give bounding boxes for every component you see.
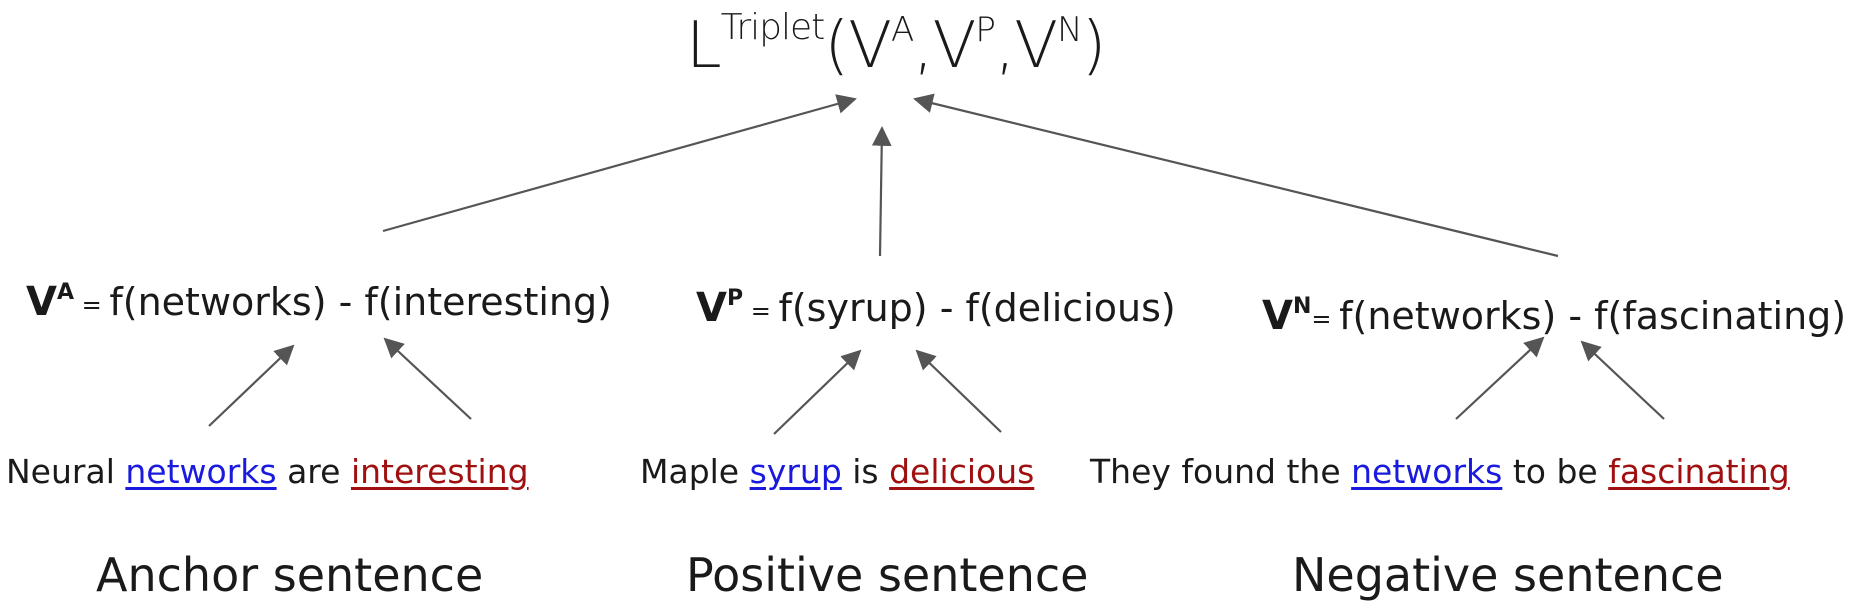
anchor-sentence-text: Neural networks are interesting bbox=[6, 452, 529, 491]
positive-sentence-text: Maple syrup is delicious bbox=[640, 452, 1035, 491]
anchor-caption: Anchor sentence bbox=[96, 548, 484, 602]
arrow-delicious-to-positive-formula bbox=[915, 349, 1002, 433]
positive-attribute-word: delicious bbox=[889, 452, 1035, 491]
loss-superscript: Triplet bbox=[720, 7, 826, 48]
loss-arg-p: ,V bbox=[913, 9, 976, 83]
arrow-fascinating-to-negative-formula bbox=[1580, 340, 1665, 420]
triplet-loss-expression: LTriplet(VA,VP,VN) bbox=[686, 10, 1106, 79]
negative-attribute-word: fascinating bbox=[1608, 452, 1790, 491]
loss-arg-close: ) bbox=[1081, 9, 1107, 83]
arrow-negative-to-loss bbox=[913, 93, 1559, 258]
positive-caption: Positive sentence bbox=[686, 548, 1089, 602]
loss-arg-a-sup: A bbox=[891, 10, 914, 50]
arrow-networks-to-negative-formula bbox=[1455, 336, 1545, 420]
loss-symbol: L bbox=[686, 9, 722, 83]
loss-arg-p-sup: P bbox=[975, 10, 995, 50]
negative-vector-formula: VN= f(networks) - f(fascinating) bbox=[1262, 293, 1847, 339]
positive-subject-word: syrup bbox=[749, 452, 842, 491]
negative-equals: = bbox=[1311, 305, 1340, 333]
anchor-expression: f(networks) - f(interesting) bbox=[109, 280, 612, 324]
arrow-interesting-to-anchor-formula bbox=[383, 337, 472, 420]
negative-caption: Negative sentence bbox=[1292, 548, 1724, 602]
anchor-vector-formula: VA = f(networks) - f(interesting) bbox=[26, 279, 612, 325]
negative-expression: f(networks) - f(fascinating) bbox=[1339, 294, 1847, 338]
loss-arg-n-sup: N bbox=[1057, 10, 1082, 50]
anchor-attribute-word: interesting bbox=[350, 452, 529, 491]
anchor-equals: = bbox=[74, 291, 110, 319]
positive-equals: = bbox=[743, 297, 779, 325]
positive-expression: f(syrup) - f(delicious) bbox=[778, 286, 1176, 330]
arrow-syrup-to-positive-formula bbox=[773, 349, 862, 435]
arrow-anchor-to-loss bbox=[382, 94, 857, 233]
arrow-networks-to-anchor-formula bbox=[208, 344, 295, 427]
anchor-subject-word: networks bbox=[125, 452, 277, 491]
loss-arg-n: ,V bbox=[994, 9, 1058, 83]
negative-sentence-text: They found the networks to be fascinatin… bbox=[1090, 452, 1790, 491]
negative-vector-symbol: VN bbox=[1262, 293, 1312, 339]
anchor-vector-symbol: VA bbox=[26, 279, 74, 325]
positive-vector-formula: VP = f(syrup) - f(delicious) bbox=[696, 285, 1176, 331]
arrow-positive-to-loss bbox=[871, 126, 892, 257]
positive-vector-symbol: VP bbox=[696, 285, 744, 331]
negative-subject-word: networks bbox=[1351, 452, 1503, 491]
loss-arg-open: (V bbox=[824, 9, 892, 83]
